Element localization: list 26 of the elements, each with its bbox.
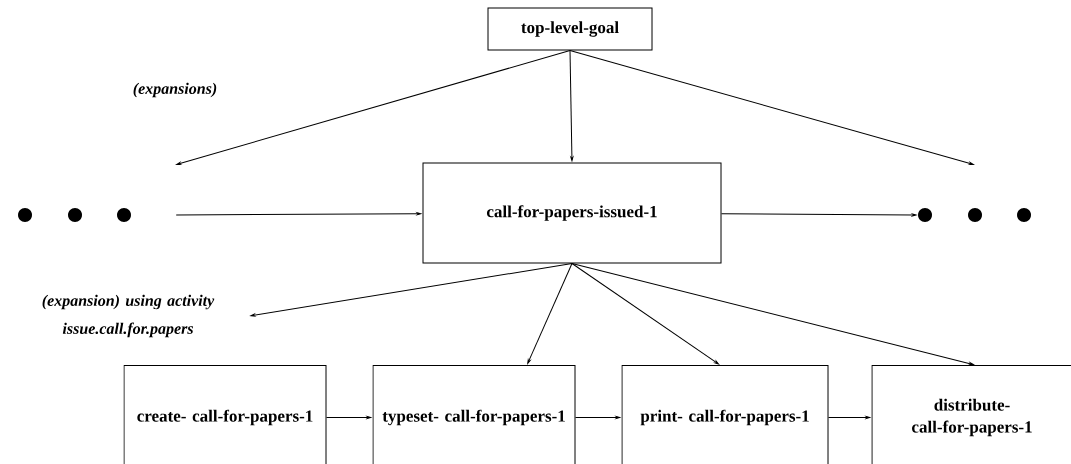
arrow: [326, 416, 372, 419]
process-box: distribute- call-for-papers-1: [871, 365, 1071, 464]
dot: [918, 208, 932, 222]
process-box: typeset- call-for-papers-1: [372, 365, 576, 464]
dot: [18, 208, 32, 222]
arrow: [175, 212, 422, 216]
arrow: [176, 50, 571, 165]
dot: [1017, 208, 1031, 222]
arrow: [571, 263, 719, 365]
annotation-text: (expansion) using activity issue.call.for.papers: [42, 294, 215, 338]
arrow: [569, 50, 974, 165]
process-box: call-for-papers-issued-1: [422, 162, 722, 264]
process-box: create- call-for-papers-1: [123, 365, 327, 464]
process-box: top-level-goal: [487, 7, 653, 51]
arrow: [250, 263, 573, 317]
arrow: [569, 50, 574, 162]
arrow: [721, 213, 917, 217]
dot: [68, 208, 82, 222]
annotation-text: (expansions): [133, 82, 217, 98]
dot: [968, 208, 982, 222]
arrow: [828, 416, 871, 419]
arrow: [527, 263, 573, 364]
process-box: print- call-for-papers-1: [621, 365, 829, 464]
arrow: [575, 416, 621, 419]
dot: [117, 208, 131, 222]
arrow: [571, 263, 974, 366]
